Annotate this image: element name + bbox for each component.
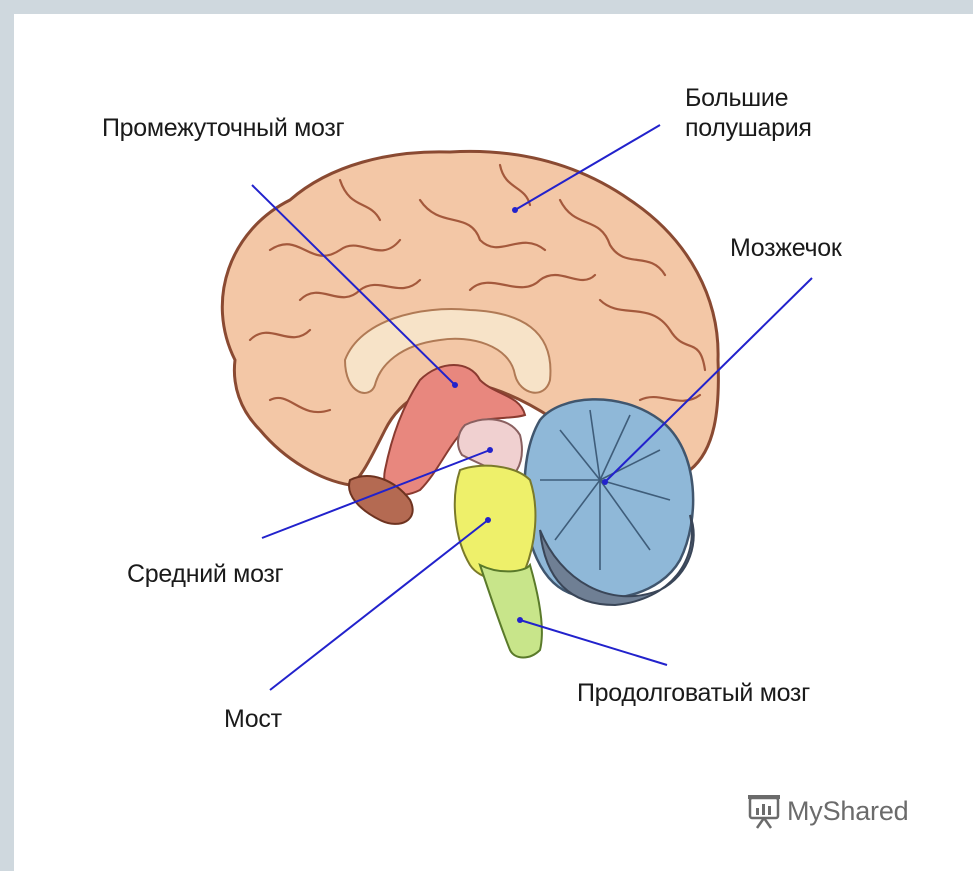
label-hemispheres-line2: полушария [685,113,812,143]
pointer-pons [270,520,488,690]
myshared-watermark: MyShared [747,792,908,830]
slide: Промежуточный мозг Большие полушария Моз… [14,14,973,871]
label-diencephalon: Промежуточный мозг [102,113,344,143]
label-hemispheres: Большие полушария [685,83,812,143]
label-medulla: Продолговатый мозг [577,678,810,708]
label-hemispheres-line1: Большие [685,83,812,113]
label-cerebellum: Мозжечок [730,233,841,263]
watermark-text: MyShared [787,796,908,827]
label-midbrain: Средний мозг [127,559,283,589]
pons [455,466,536,579]
medulla [480,565,542,658]
presentation-icon [747,792,781,830]
label-pons: Мост [224,704,282,734]
